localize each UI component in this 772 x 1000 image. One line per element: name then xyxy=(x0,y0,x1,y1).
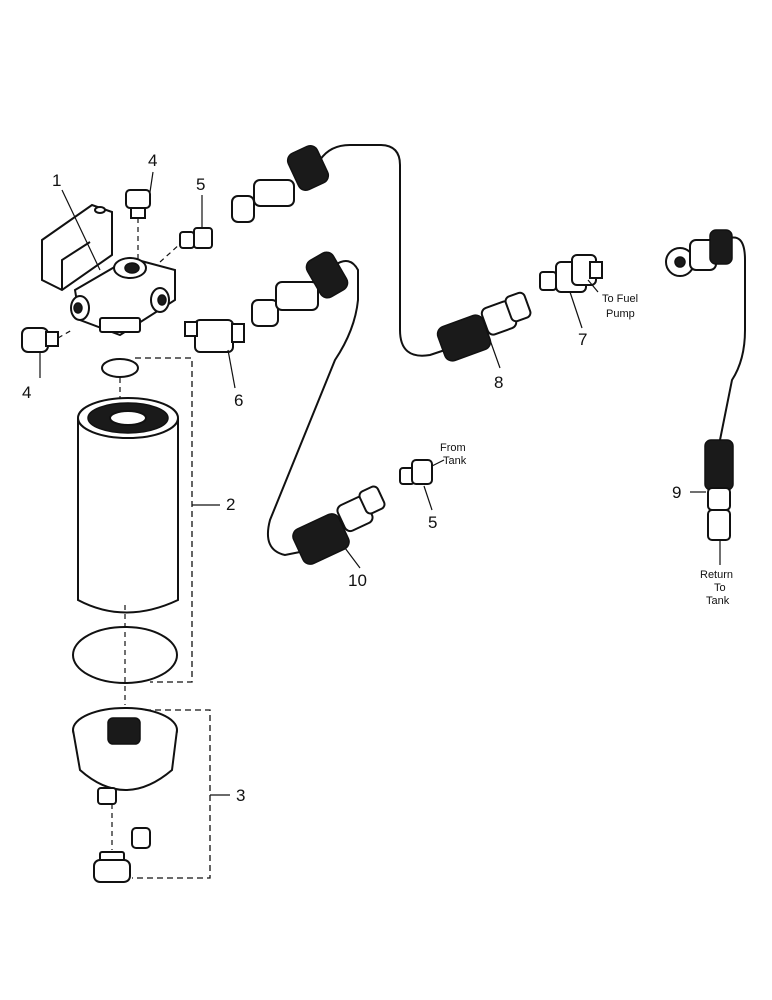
hose-fitting-lower xyxy=(251,251,349,327)
return-fitting-9 xyxy=(704,439,734,565)
note-to-fuel-pump-line2: Pump xyxy=(606,308,635,320)
callout-5-lower: 5 xyxy=(428,513,437,532)
callout-8: 8 xyxy=(494,373,503,392)
callout-5-upper: 5 xyxy=(196,175,205,194)
callout-2: 2 xyxy=(226,495,235,514)
fuel-line-upper xyxy=(319,144,446,357)
plug-left xyxy=(21,327,73,353)
adapter-upper xyxy=(159,227,213,263)
note-from-tank-line2: Tank xyxy=(443,455,467,467)
return-fitting-top xyxy=(665,229,733,277)
filter-element xyxy=(72,357,220,705)
callout-6: 6 xyxy=(234,391,243,410)
callout-9: 9 xyxy=(672,483,681,502)
leader-lines xyxy=(39,171,706,569)
filter-head xyxy=(41,203,176,337)
callout-10: 10 xyxy=(348,571,367,590)
fuel-line-lower xyxy=(266,260,359,557)
filter-bowl xyxy=(72,707,230,883)
elbow-fitting xyxy=(184,319,245,353)
adapter-lower xyxy=(399,459,445,485)
elbow-fitting-7 xyxy=(539,254,603,293)
hose-fitting-upper xyxy=(231,144,330,223)
callout-4-upper: 4 xyxy=(148,151,157,170)
hose-end-8 xyxy=(436,291,532,362)
plug-upper xyxy=(125,189,151,262)
callout-4-left: 4 xyxy=(22,383,31,402)
callout-1: 1 xyxy=(52,171,61,190)
note-return-to-tank-line2: To xyxy=(714,582,726,594)
note-to-fuel-pump-line1: To Fuel xyxy=(602,293,638,305)
note-return-to-tank-line3: Tank xyxy=(706,595,730,607)
hose-end-10 xyxy=(292,485,386,565)
note-from-tank-line1: From xyxy=(440,442,466,454)
callout-7: 7 xyxy=(578,330,587,349)
callout-3: 3 xyxy=(236,786,245,805)
return-line xyxy=(719,236,746,441)
note-return-to-tank-line1: Return xyxy=(700,569,733,581)
